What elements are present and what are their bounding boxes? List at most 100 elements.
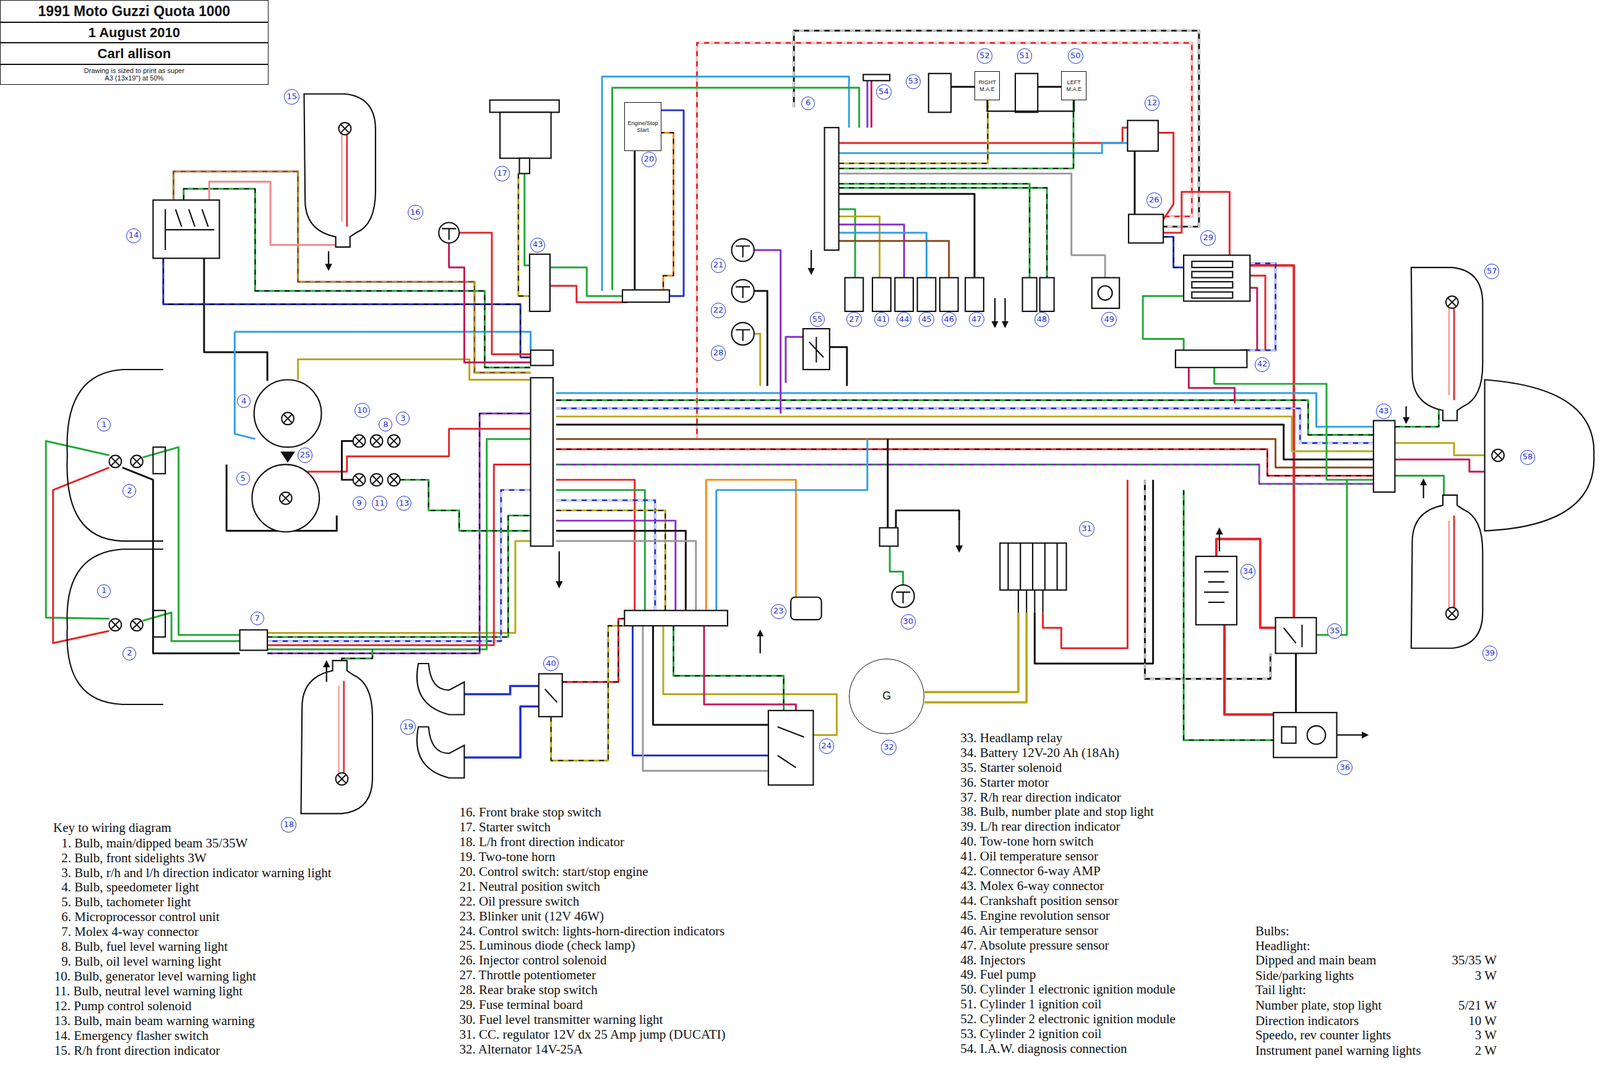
node-text: 16 — [410, 207, 421, 218]
wire — [267, 515, 531, 637]
callout-number: 58 — [1520, 449, 1536, 466]
node-text: 23 — [773, 606, 784, 616]
component-outline — [1191, 261, 1233, 268]
node-text: 46 — [944, 314, 955, 325]
component-outline — [891, 584, 914, 607]
callout-number: 45 — [918, 311, 935, 328]
node-text: 47 — [971, 314, 982, 325]
title-cell: 1991 Moto Guzzi Quota 1000 — [0, 0, 269, 23]
callout-number: 5 — [236, 471, 250, 486]
component-outline — [152, 199, 220, 259]
wire — [1249, 265, 1294, 618]
key-entry: 51. Cylinder 1 ignition coil — [959, 996, 1103, 1011]
wire — [267, 413, 531, 654]
table-text: Number plate, stop light — [1254, 997, 1383, 1013]
node-text: 52 — [979, 51, 990, 61]
wire — [612, 87, 860, 291]
node-text: 12 — [1147, 98, 1158, 108]
key-entry: 11. Bulb, neutral level warning light — [53, 983, 244, 998]
key-entry: 33. Headlamp relay — [959, 730, 1064, 745]
component-outline — [1491, 449, 1505, 462]
key-entry: 30. Fuel level transmitter warning light — [458, 1012, 665, 1027]
key-entry: 12. Pump control solenoid — [53, 998, 194, 1013]
component-outline — [624, 610, 728, 626]
title-text: 1991 Moto Guzzi Quota 1000 — [38, 3, 231, 20]
key-entry: 44. Crankshaft position sensor — [959, 893, 1120, 908]
key-entry: 26. Injector control solenoid — [458, 952, 609, 968]
table-text: Direction indicators — [1254, 1013, 1360, 1028]
node-text: 14 — [128, 230, 140, 241]
wire — [556, 449, 1374, 476]
wire — [518, 173, 530, 296]
component-outline — [152, 446, 166, 474]
ground-symbol — [326, 249, 1424, 735]
key-entry: 8. Bulb, fuel level warning light — [60, 939, 229, 954]
node-text: 55 — [812, 314, 823, 325]
key-entry: 31. CC. regulator 12V dx 25 Amp jump (DU… — [458, 1027, 727, 1042]
node-text: 8 — [382, 420, 388, 430]
key-entry: 35. Starter solenoid — [959, 760, 1063, 775]
component-outline — [1373, 420, 1396, 492]
callout-number: 13 — [396, 495, 413, 512]
node-text: 13 — [399, 498, 410, 508]
node-text: 10 — [356, 405, 368, 416]
wiring-illustration — [45, 30, 1594, 813]
wire — [518, 173, 530, 296]
node-text: 21 — [713, 260, 724, 270]
table-text: 35/35 W — [1450, 952, 1499, 968]
node-text: 2 — [126, 648, 132, 658]
component-outline — [939, 277, 959, 312]
component-outline — [1098, 285, 1113, 301]
wire — [267, 438, 531, 650]
wire — [1249, 275, 1266, 350]
component-outline — [1015, 73, 1038, 113]
node-text: 51 — [1019, 51, 1031, 61]
callout-number: 25 — [297, 447, 314, 463]
component-outline — [928, 73, 951, 113]
wire — [556, 520, 676, 611]
wire — [1163, 236, 1184, 268]
component-outline — [370, 473, 383, 486]
wire — [705, 479, 796, 611]
key-entry: 2. Bulb, front sidelights 3W — [60, 850, 208, 865]
component-outline — [1204, 571, 1229, 603]
callout-number: 11 — [371, 495, 388, 512]
node-text: 48 — [1036, 314, 1048, 325]
component-outline — [152, 610, 166, 637]
node-text: 45 — [921, 314, 932, 325]
key-entry: 1. Bulb, main/dipped beam 35/35W — [60, 835, 249, 851]
key-entry: 7. Molex 4-way connector — [60, 924, 200, 939]
wire — [924, 612, 1027, 703]
wire — [556, 510, 666, 611]
component-outline — [370, 434, 383, 448]
wire — [556, 540, 697, 611]
ground-symbol — [326, 661, 328, 682]
component-outline — [895, 592, 911, 604]
wire — [838, 187, 1047, 278]
ground-symbol — [1004, 298, 1006, 327]
wire — [838, 100, 989, 164]
key-entry: 41. Oil temperature sensor — [959, 848, 1100, 864]
node-text: 22 — [713, 305, 724, 315]
wire — [793, 30, 1200, 227]
callout-number: 39 — [1482, 645, 1498, 661]
key-entry: 24. Control switch: lights-horn-directio… — [458, 923, 727, 938]
key-entry: 16. Front brake stop switch — [458, 804, 603, 820]
wire — [1037, 86, 1062, 88]
wire — [889, 545, 903, 585]
component-outline — [538, 673, 563, 716]
node-text: 30 — [903, 616, 914, 627]
node-text: 40 — [545, 658, 557, 669]
table-text: Key to wiring diagram — [51, 820, 173, 835]
callout-number: 42 — [1254, 356, 1271, 373]
key-entry: 25. Luminous diode (check lamp) — [458, 937, 637, 953]
callout-number: 7 — [250, 611, 265, 625]
wire — [642, 625, 769, 771]
component-outline — [108, 618, 122, 631]
callout-number: 15 — [283, 89, 300, 105]
ground-symbol — [994, 298, 996, 327]
wire — [556, 464, 1374, 484]
node-text: 53 — [908, 76, 919, 87]
node-text: 58 — [1522, 452, 1534, 462]
